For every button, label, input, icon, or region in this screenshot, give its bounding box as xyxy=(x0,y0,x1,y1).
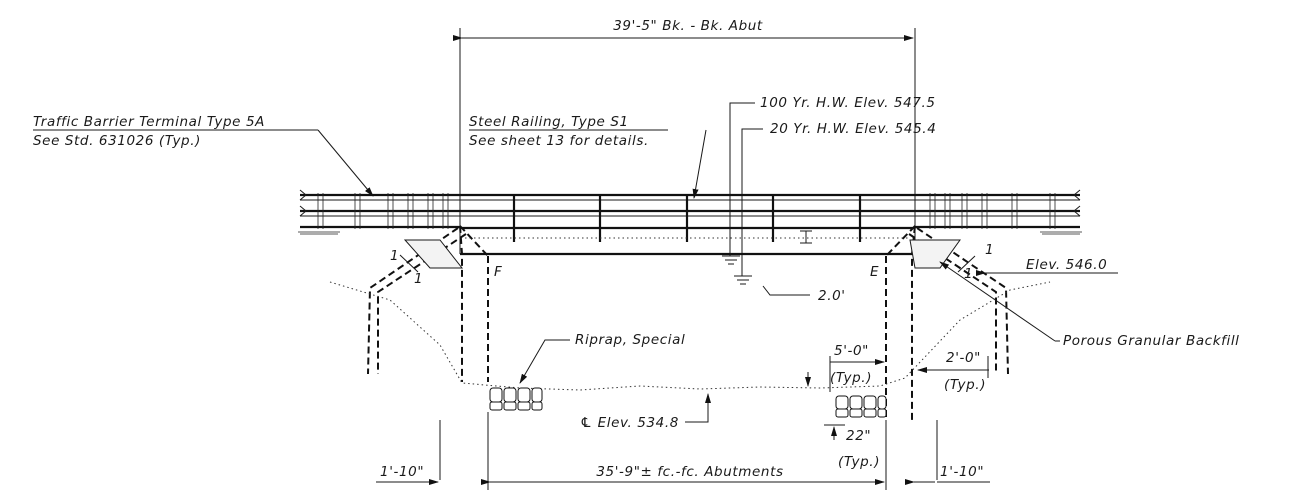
bk-abut-dimension: 39'-5" Bk. - Bk. Abut xyxy=(453,18,916,240)
point-e: E xyxy=(870,264,879,280)
railing-elevation xyxy=(298,189,1082,242)
barrier-label-line2: See Std. 631026 (Typ.) xyxy=(33,133,201,149)
dim-2-0: 2'-0" (Typ.) xyxy=(917,350,989,393)
bottom-dimensions: 1'-10" 1'-10" 35'-9"± fc.-fc. Abutments xyxy=(376,412,990,490)
slope-right-top: 1 xyxy=(985,242,994,258)
fl-elev-callout: ℄ Elev. 534.8 xyxy=(580,393,711,431)
clearance-callout: 2.0' xyxy=(762,285,846,304)
dim-right-1-10: 1'-10" xyxy=(940,464,984,480)
dim-5-0-typ: (Typ.) xyxy=(830,370,872,386)
elev-546-label: Elev. 546.0 xyxy=(1026,257,1107,273)
railing-label-line1: Steel Railing, Type S1 xyxy=(469,114,629,130)
clearance-label: 2.0' xyxy=(818,288,846,304)
slope-right-bottom: 1 xyxy=(964,266,973,282)
dim-22: 22" (Typ.) xyxy=(824,424,880,470)
railing-label-line2: See sheet 13 for details. xyxy=(469,133,649,149)
riprap-left xyxy=(489,387,543,411)
fl-elev-label: ℄ Elev. 534.8 xyxy=(580,415,679,431)
high-water-callouts: 100 Yr. H.W. Elev. 547.5 20 Yr. H.W. Ele… xyxy=(722,95,936,285)
riprap-label: Riprap, Special xyxy=(575,332,685,348)
fc-abut-label: 35'-9"± fc.-fc. Abutments xyxy=(596,464,783,480)
dim-22-typ: (Typ.) xyxy=(838,454,880,470)
dim-2-0-label: 2'-0" xyxy=(946,350,981,366)
steel-railing-callout: Steel Railing, Type S1 See sheet 13 for … xyxy=(469,114,707,199)
elev-546-callout: Elev. 546.0 xyxy=(976,257,1118,276)
riprap-callout: Riprap, Special xyxy=(519,332,685,384)
dim-2-0-typ: (Typ.) xyxy=(944,377,986,393)
slope-marks: 1 1 1 1 xyxy=(390,239,994,287)
barrier-label-line1: Traffic Barrier Terminal Type 5A xyxy=(33,114,265,130)
hw100-label: 100 Yr. H.W. Elev. 547.5 xyxy=(760,95,936,111)
porous-backfill-callout: Porous Granular Backfill xyxy=(939,261,1240,349)
porous-backfill-label: Porous Granular Backfill xyxy=(1063,333,1240,349)
dim-left-1-10: 1'-10" xyxy=(380,464,424,480)
dim-5-0: 5'-0" (Typ.) xyxy=(829,343,885,392)
hw20-label: 20 Yr. H.W. Elev. 545.4 xyxy=(770,121,936,137)
point-f: F xyxy=(494,264,502,280)
riprap-right xyxy=(835,395,887,418)
dim-5-0-label: 5'-0" xyxy=(834,343,869,359)
slope-left-top: 1 xyxy=(390,248,399,264)
slope-left-bottom: 1 xyxy=(414,271,423,287)
channel-ground-line xyxy=(329,281,1051,391)
barrier-terminal-callout: Traffic Barrier Terminal Type 5A See Std… xyxy=(33,114,374,197)
dim-22-label: 22" xyxy=(846,428,871,444)
bk-abut-label: 39'-5" Bk. - Bk. Abut xyxy=(613,18,763,34)
